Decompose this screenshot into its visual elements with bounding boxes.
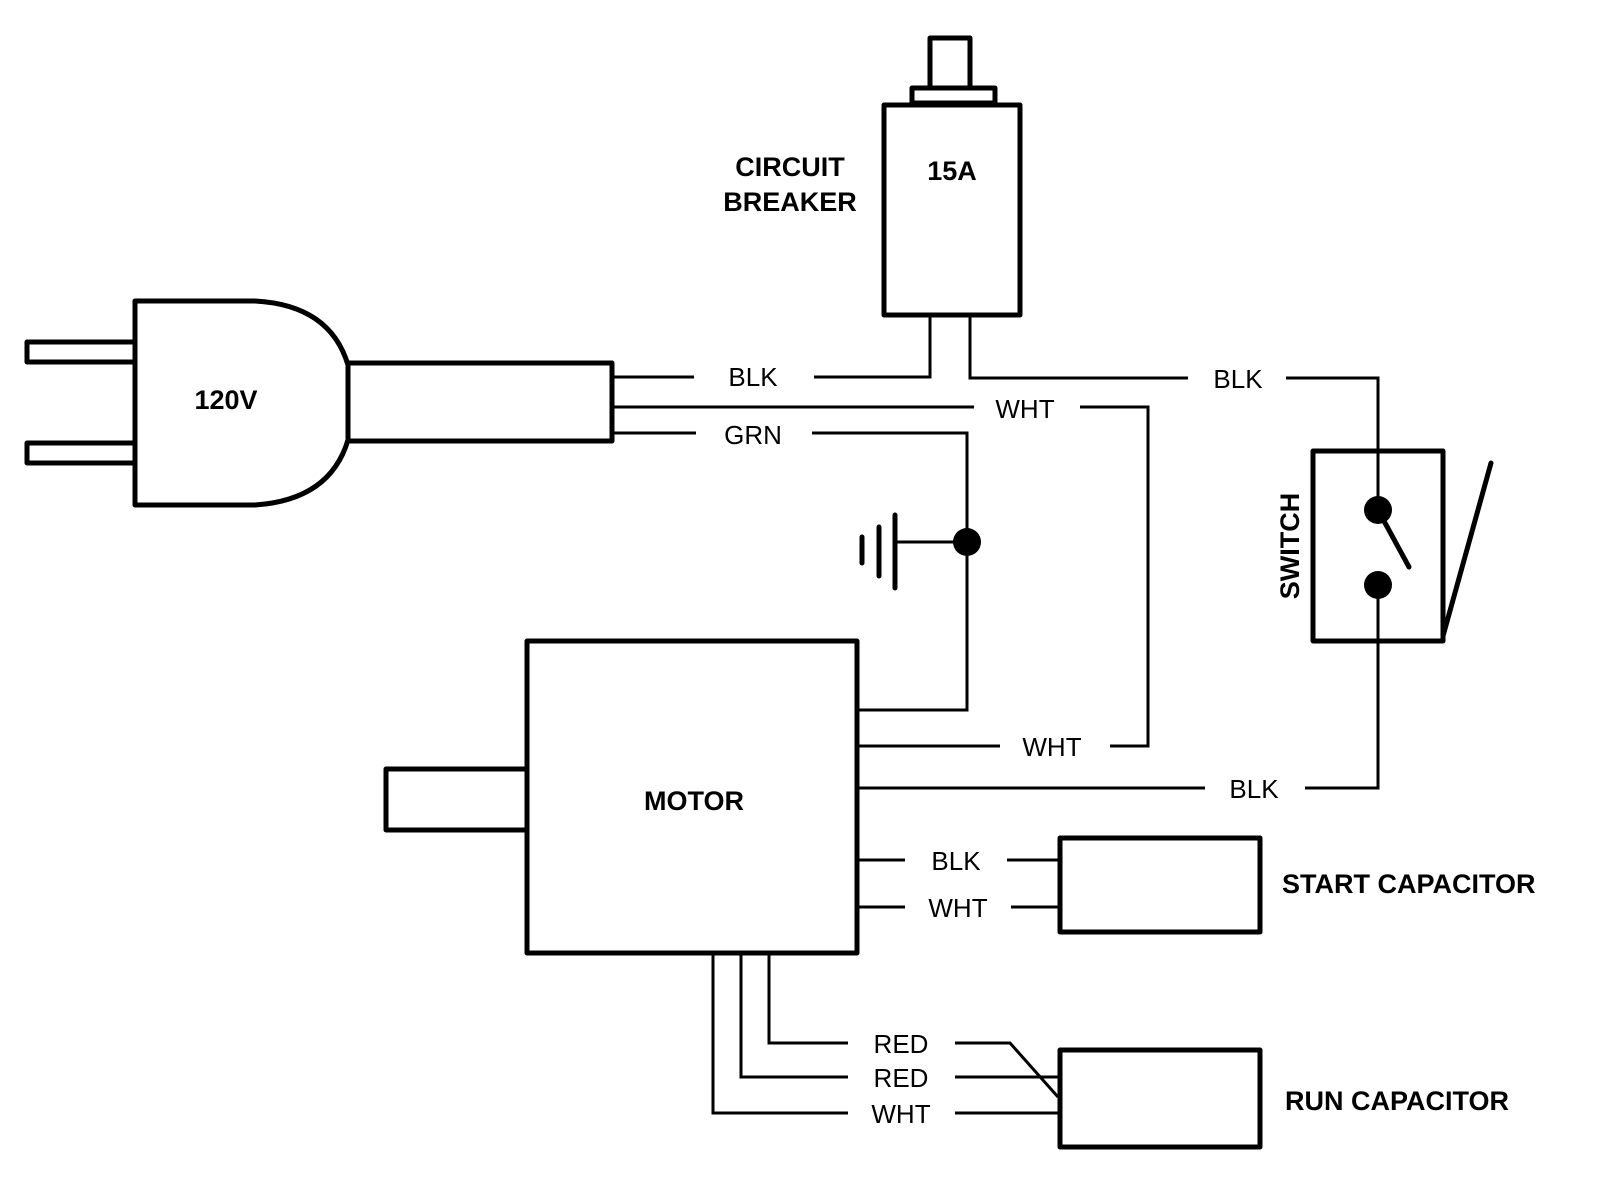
start-capacitor-body: [1057, 835, 1263, 935]
circuit-breaker: 15A CIRCUIT BREAKER: [723, 35, 1023, 318]
wire-label-motor-wht: WHT: [1022, 732, 1081, 762]
ground-symbol: [859, 512, 981, 591]
breaker-collar: [909, 85, 998, 106]
wire-wht-plug-seg2: [1080, 405, 1150, 748]
switch-label: SWITCH: [1275, 493, 1305, 599]
start-capacitor-label: START CAPACITOR: [1282, 869, 1536, 899]
plug-prong-top: [24, 339, 140, 365]
wire-grn-plug-seg2: [812, 431, 969, 712]
wire-label-run-wht: WHT: [871, 1099, 930, 1129]
breaker-label-line1: CIRCUIT: [735, 152, 845, 182]
motor-shaft: [383, 766, 530, 833]
plug-wires: BLK WHT GRN: [612, 315, 1150, 748]
run-capacitor-body: [1057, 1047, 1263, 1150]
switch-blade: [1375, 507, 1412, 570]
breaker-button[interactable]: [927, 35, 973, 93]
wire-blk-switch-seg1: [1305, 641, 1380, 790]
wire-label-plug-grn: GRN: [724, 420, 782, 450]
wire-red1-run-seg1: [767, 953, 848, 1045]
wire-label-plug-blk: BLK: [728, 362, 778, 392]
run-capacitor-label: RUN CAPACITOR: [1285, 1086, 1509, 1116]
wire-label-run-red1: RED: [874, 1029, 929, 1059]
motor: MOTOR WHT: [383, 638, 1082, 956]
wire-blk-plug-seg2: [814, 315, 932, 379]
motor-body: [524, 638, 860, 956]
wire-label-run-red2: RED: [874, 1063, 929, 1093]
motor-label: MOTOR: [644, 786, 744, 816]
wire-label-breaker-blk: BLK: [1213, 364, 1263, 394]
wire-blk-breaker-seg1: [968, 315, 1188, 380]
switch: SWITCH: [1275, 448, 1494, 644]
wire-label-start-wht: WHT: [928, 893, 987, 923]
run-capacitor: RED RED WHT RUN CAPACITOR: [711, 953, 1509, 1150]
wire-red1-run-seg2: [955, 1041, 1060, 1098]
plug: 120V: [24, 298, 615, 508]
wire-label-plug-wht: WHT: [995, 394, 1054, 424]
breaker-rating-label: 15A: [927, 156, 977, 186]
wire-label-switch-blk: BLK: [1229, 774, 1279, 804]
wire-wht-run-seg1: [711, 953, 848, 1115]
breaker-body: [881, 102, 1023, 318]
ground-junction-dot: [953, 528, 981, 556]
wire-red2-run-seg1: [739, 953, 848, 1079]
breaker-label-line2: BREAKER: [723, 187, 857, 217]
plug-voltage-label: 120V: [194, 385, 257, 415]
switch-motor-wire: BLK: [857, 641, 1380, 804]
plug-cord: [345, 360, 615, 444]
plug-prong-bottom: [24, 440, 140, 466]
wire-label-start-blk: BLK: [931, 846, 981, 876]
start-capacitor: BLK WHT START CAPACITOR: [857, 835, 1536, 935]
switch-lever[interactable]: [1440, 460, 1494, 639]
